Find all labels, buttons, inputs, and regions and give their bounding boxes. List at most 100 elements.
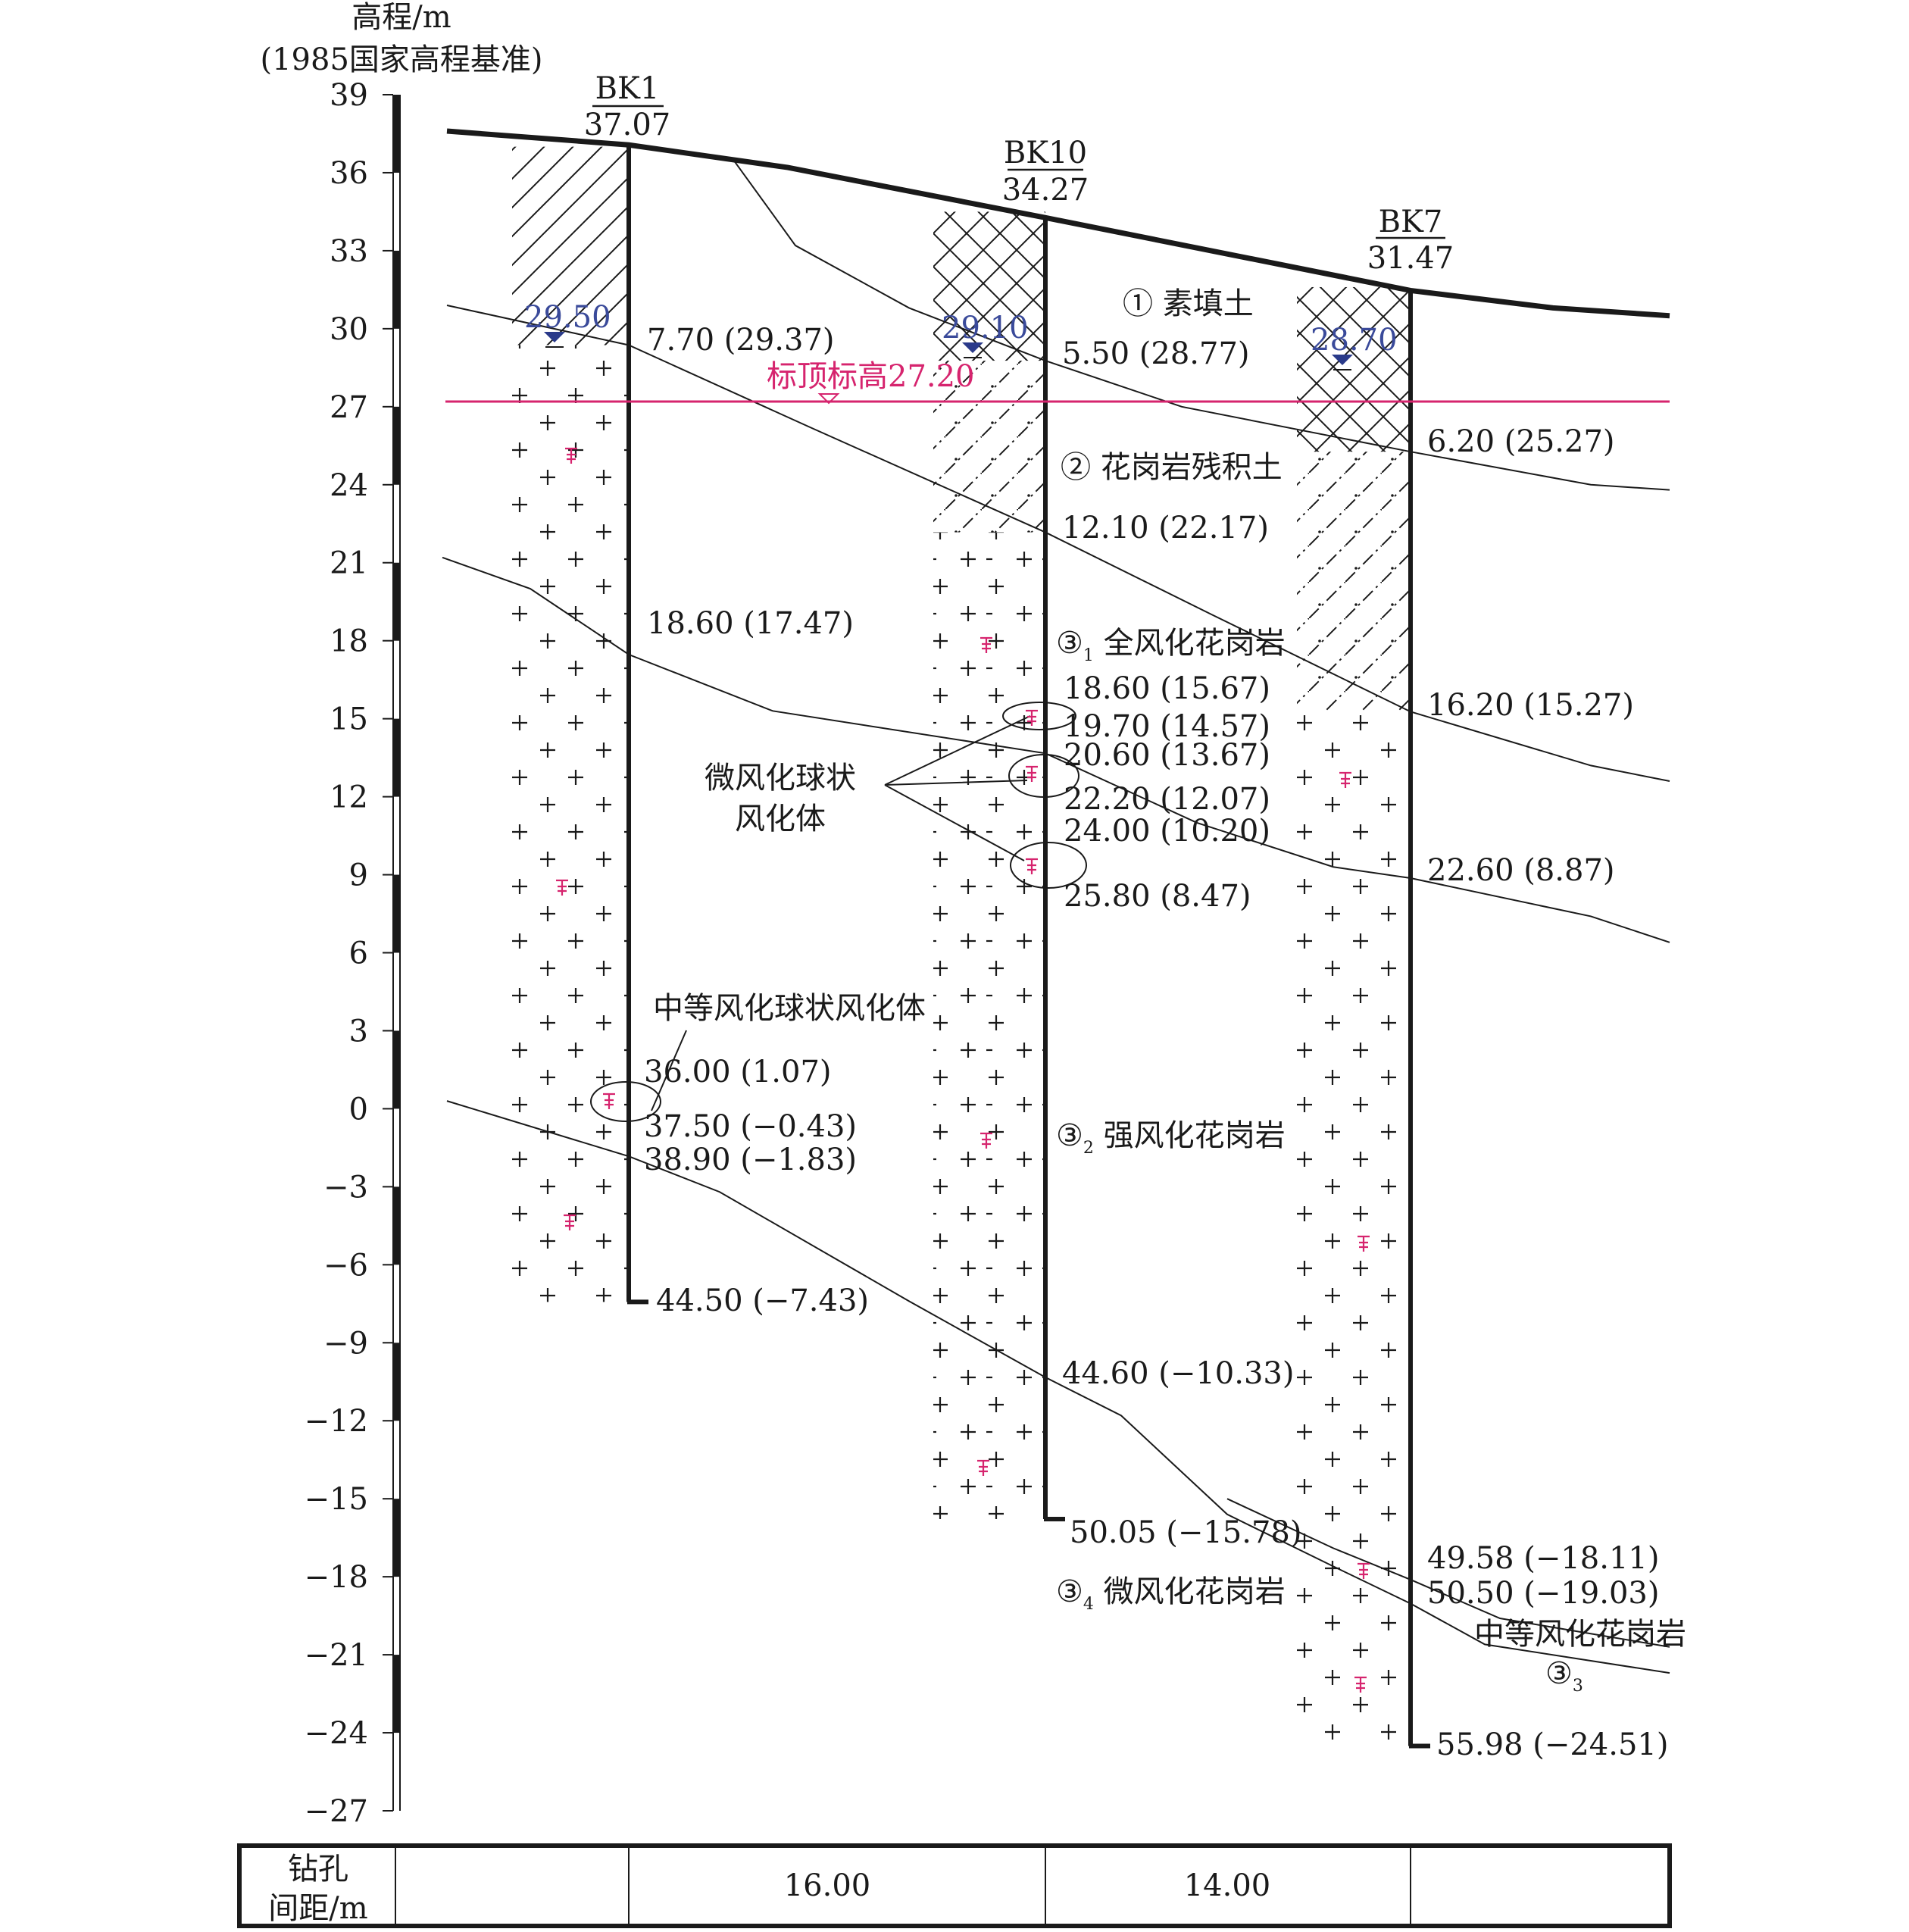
boulder-outline: [1002, 702, 1076, 730]
depth-label: 44.50 (−7.43): [656, 1283, 869, 1318]
axis-tick-label: −27: [305, 1794, 368, 1829]
depth-labels-bk7: 6.20 (25.27) 16.20 (15.27) 22.60 (8.87) …: [1427, 424, 1668, 1762]
boulder-pick-icon: [556, 879, 568, 896]
boulder-outline: [1010, 842, 1087, 889]
water-level-bk1: 29.50: [524, 300, 611, 348]
depth-label: 36.00 (1.07): [644, 1055, 832, 1089]
water-level-value: 28.70: [1311, 323, 1398, 358]
boundary-residual-completely: [446, 305, 1670, 782]
depth-label: 16.20 (15.27): [1427, 688, 1634, 723]
axis-tick-label: 27: [330, 390, 368, 425]
depth-label: 20.60 (13.67): [1064, 738, 1270, 773]
hatch-granite-bk7: [1297, 711, 1411, 1746]
hatch-cross-bk10: [933, 211, 1045, 361]
axis-tick-label: 18: [330, 624, 368, 659]
depth-label: 22.20 (12.07): [1064, 782, 1270, 817]
boulder-pick-icon: [1358, 1562, 1370, 1579]
layer-label-moderately-weathered: 中等风化花岗岩 ③3: [1474, 1617, 1686, 1696]
axis-tick-label: 36: [330, 156, 368, 191]
boulder-pick-icon: [564, 1214, 576, 1230]
axis-tick-label: 0: [349, 1092, 368, 1127]
layer-name: 全风化花岗岩: [1094, 626, 1286, 661]
axis-tick-label: −18: [305, 1560, 368, 1595]
axis-band: [393, 95, 400, 173]
water-level-value: 29.50: [524, 300, 611, 335]
borehole-spacing-table: 钻孔 间距/m 16.00 14.00: [237, 1843, 1672, 1928]
axis-band: [393, 562, 400, 641]
boulder-pick-icon: [1026, 709, 1038, 726]
boulder-pick-icon: [980, 636, 992, 653]
borehole-shafts: [626, 145, 1430, 1749]
depth-label: 55.98 (−24.51): [1436, 1727, 1668, 1762]
depth-label: 50.50 (−19.03): [1427, 1576, 1659, 1611]
borehole-hatch-columns: [512, 146, 1411, 1746]
depth-label: 25.80 (8.47): [1064, 879, 1251, 914]
callout-text: 风化体: [735, 802, 826, 836]
axis-tick-label: 15: [330, 702, 368, 737]
layer-label-completely-weathered: ③1 全风化花岗岩: [1056, 626, 1286, 665]
depth-label: 5.50 (28.77): [1062, 336, 1250, 371]
micro-boulder-callout: 微风化球状 风化体: [705, 702, 1087, 889]
axis-tick-label: −12: [305, 1404, 368, 1439]
boulder-pick-icon: [977, 1459, 989, 1476]
hatch-residual-bk7: [1297, 452, 1411, 712]
svg-text:③2 强风化花岗岩: ③2 强风化花岗岩: [1056, 1118, 1286, 1158]
layer-name: 微风化花岗岩: [1094, 1574, 1286, 1609]
layer-label-slightly-weathered: ③4 微风化花岗岩: [1056, 1574, 1286, 1614]
water-level-bk10: 29.10: [942, 311, 1029, 358]
boulder-pick-icon: [565, 447, 577, 464]
depth-label: 38.90 (−1.83): [644, 1143, 857, 1177]
callout-text: 中等风化球状风化体: [653, 991, 926, 1026]
axis-tick-label: 33: [330, 234, 368, 269]
layer-mark: ③: [1056, 1118, 1083, 1153]
layer-label-fill: ① 素填土: [1123, 286, 1254, 321]
depth-label: 7.70 (29.37): [647, 323, 835, 358]
table-header: 间距/m: [268, 1891, 367, 1926]
layer-sub: 1: [1083, 646, 1094, 665]
axis-tick-label: 3: [349, 1014, 368, 1049]
axis-tick-label: −24: [305, 1716, 368, 1751]
borehole-elevation: 34.27: [1002, 173, 1089, 208]
layer-sub: 3: [1573, 1677, 1583, 1696]
axis-tick-label: 9: [349, 858, 368, 893]
svg-text:③4 微风化花岗岩: ③4 微风化花岗岩: [1056, 1574, 1286, 1614]
axis-tick-label: 39: [330, 78, 368, 113]
layer-mark: ③: [1056, 1574, 1083, 1609]
axis-tick-label: −21: [305, 1638, 368, 1673]
axis-band: [393, 1030, 400, 1109]
borehole-header-bk1: BK1 37.07: [584, 71, 671, 142]
depth-label: 6.20 (25.27): [1427, 424, 1615, 459]
design-level-marker: [817, 393, 840, 405]
hatch-cross-bk7: [1297, 286, 1411, 452]
layer-mark: ③: [1056, 626, 1083, 661]
axis-band: [393, 1343, 400, 1421]
boulder-outline: [1008, 754, 1079, 798]
borehole-elevation: 31.47: [1367, 241, 1454, 276]
spacing-value: 14.00: [1184, 1868, 1271, 1903]
depth-label: 19.70 (14.57): [1064, 709, 1270, 744]
axis-band: [393, 406, 400, 485]
axis-tick-label: 12: [330, 780, 368, 815]
axis-tick-label: −9: [323, 1326, 368, 1361]
axis-title: 高程/m: [351, 0, 451, 35]
boundary-completely-highly: [442, 556, 1670, 943]
borehole-name: BK10: [1004, 136, 1087, 170]
axis-tick-label: 21: [330, 546, 368, 581]
boulder-symbols: [556, 447, 1370, 1693]
design-level-label: 标顶标高27.20: [767, 359, 975, 394]
boulder-pick-icon: [1358, 1235, 1370, 1252]
water-level-value: 29.10: [942, 311, 1029, 345]
axis-tick-label: 6: [349, 936, 368, 971]
boulder-pick-icon: [1354, 1676, 1367, 1693]
layer-sub: 4: [1083, 1595, 1094, 1614]
borehole-elevation: 37.07: [584, 108, 671, 142]
boulder-pick-icon: [1026, 765, 1038, 782]
table-header: 钻孔: [288, 1852, 348, 1887]
depth-label: 22.60 (8.87): [1427, 853, 1615, 888]
axis-tick-label: −15: [305, 1482, 368, 1517]
hatch-residual-bk10: [933, 361, 1045, 533]
depth-label: 37.50 (−0.43): [644, 1109, 857, 1144]
callout-text: 微风化球状: [705, 761, 856, 796]
depth-label: 49.58 (−18.11): [1427, 1541, 1659, 1576]
